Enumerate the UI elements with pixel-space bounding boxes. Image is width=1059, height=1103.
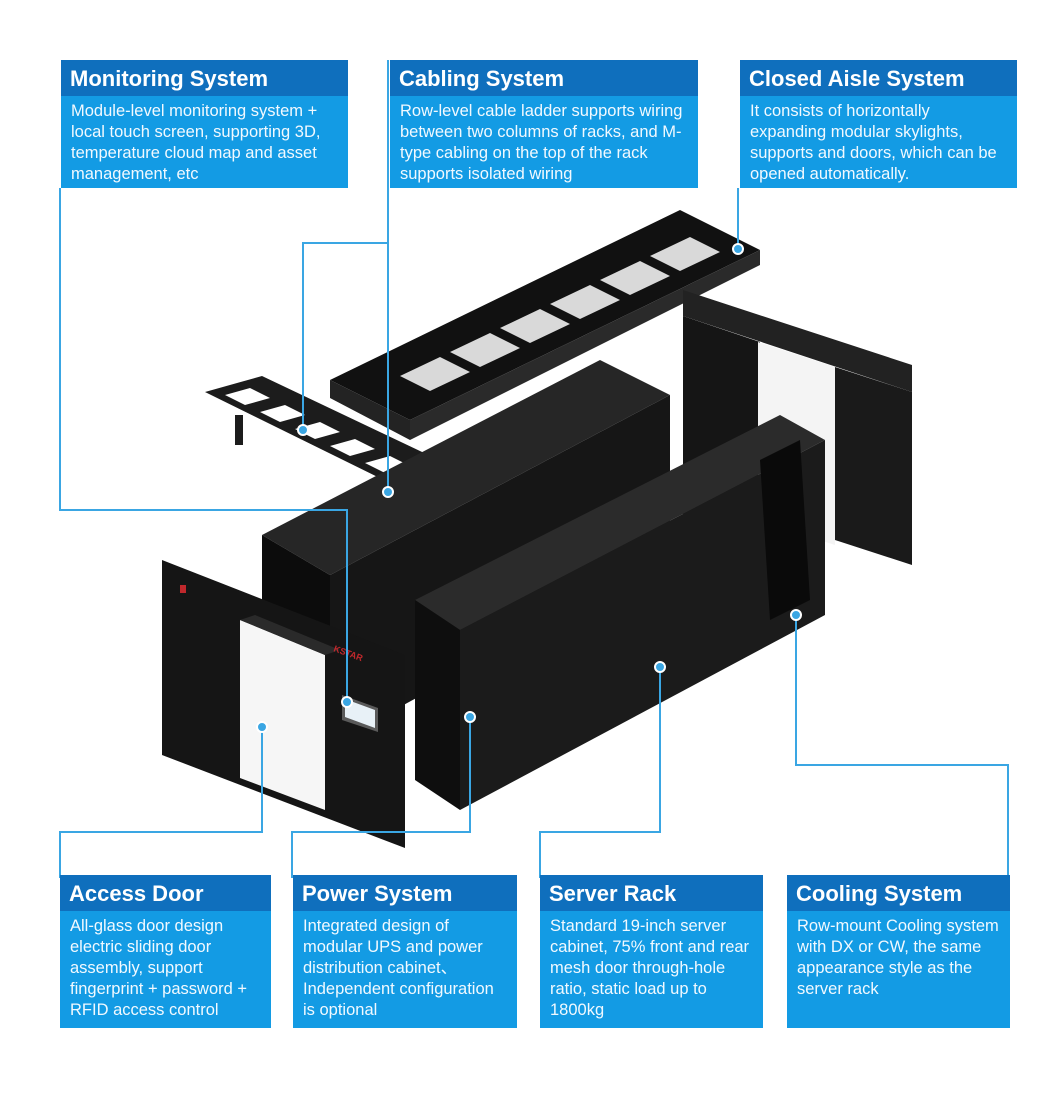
cooling-system-callout: Cooling System Row-mount Cooling system … [787,875,1010,1028]
cooling-system-desc: Row-mount Cooling system with DX or CW, … [797,917,999,998]
leader-dots [256,243,802,733]
cabling-system-callout: Cabling System Row-level cable ladder su… [390,60,698,188]
monitoring-system-callout: Monitoring System Module-level monitorin… [61,60,348,188]
access-door-desc: All-glass door design electric sliding d… [70,917,248,1019]
power-system-callout: Power System Integrated design of modula… [293,875,517,1028]
access-door-frame: KSTAR [162,560,405,848]
skylight-roof [330,210,760,440]
access-door-callout: Access Door All-glass door design electr… [60,875,271,1028]
access-door-title: Access Door [60,875,271,911]
monitoring-system-title: Monitoring System [61,60,348,96]
leader-lines [59,60,1009,914]
server-rack-title: Server Rack [540,875,763,911]
closed-aisle-title: Closed Aisle System [740,60,1017,96]
front-rack-row [415,415,825,810]
power-system-desc: Integrated design of modular UPS and pow… [303,917,494,1019]
closed-aisle-desc: It consists of horizontally expanding mo… [750,102,997,183]
cabling-system-desc: Row-level cable ladder supports wiring b… [400,102,683,183]
closed-aisle-callout: Closed Aisle System It consists of horiz… [740,60,1017,188]
cabling-system-title: Cabling System [390,60,698,96]
cooling-system-title: Cooling System [787,875,1010,911]
server-rack-desc: Standard 19-inch server cabinet, 75% fro… [550,917,750,1019]
server-rack-callout: Server Rack Standard 19-inch server cabi… [540,875,763,1028]
power-system-title: Power System [293,875,517,911]
monitoring-system-desc: Module-level monitoring system + local t… [71,102,321,183]
